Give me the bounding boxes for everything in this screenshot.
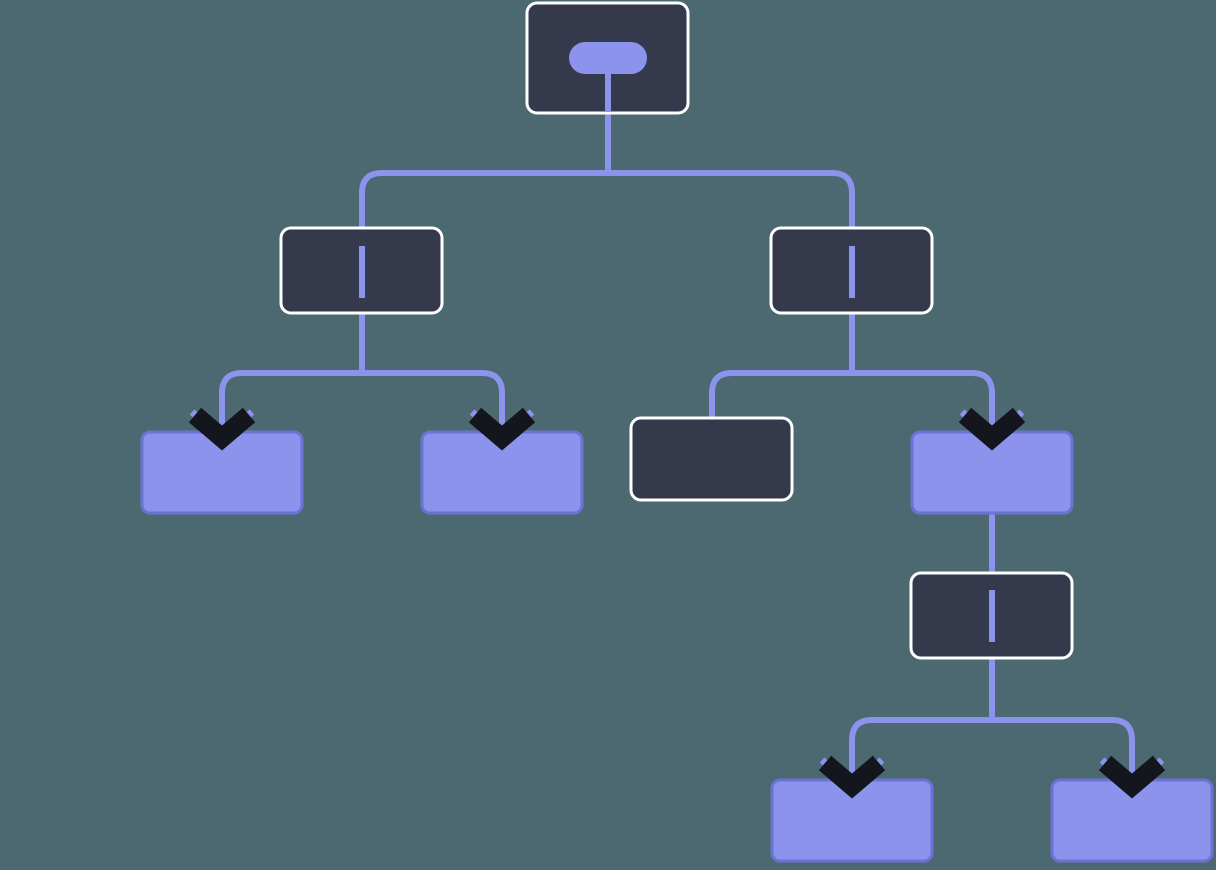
level3-dark-node-box[interactable] xyxy=(629,416,794,502)
edge-level4-to-leaf-b[interactable] xyxy=(989,658,1135,780)
arrowhead-purple-branch xyxy=(958,407,1026,451)
arrowhead-leaf-b xyxy=(468,407,536,451)
edge-through-level4 xyxy=(989,590,995,642)
edge-overlays-layer xyxy=(359,246,995,642)
edge-level2-left-to-leaf-b[interactable] xyxy=(359,313,505,432)
arrowhead-leaf-a xyxy=(188,407,256,451)
arrowhead-level5-leaf-b-chevron xyxy=(1098,755,1166,799)
arrowhead-level5-leaf-a-chevron xyxy=(818,755,886,799)
edge-through-level2-left xyxy=(359,246,365,298)
edge-through-level2-right xyxy=(849,246,855,298)
arrowhead-purple-branch-chevron xyxy=(958,407,1026,451)
arrows-layer xyxy=(188,407,1166,799)
level3-dark-node[interactable] xyxy=(629,416,794,502)
arrowhead-leaf-a-chevron xyxy=(188,407,256,451)
root-pill-stem xyxy=(605,58,611,112)
edges-layer xyxy=(219,112,1135,780)
edge-level2-right-to-purple-branch[interactable] xyxy=(849,313,995,432)
arrowhead-level5-leaf-b xyxy=(1098,755,1166,799)
root-node[interactable] xyxy=(525,1,690,115)
arrowhead-leaf-b-chevron xyxy=(468,407,536,451)
edge-level4-to-leaf-a[interactable] xyxy=(849,658,995,780)
edge-level2-left-to-leaf-a[interactable] xyxy=(219,313,365,432)
edge-root-to-level2-right[interactable] xyxy=(605,112,855,313)
arrowhead-level5-leaf-a xyxy=(818,755,886,799)
edge-root-to-level2-left[interactable] xyxy=(359,112,611,313)
edge-level2-right-to-dark-node[interactable] xyxy=(709,313,855,418)
nodes-layer xyxy=(140,1,1214,863)
